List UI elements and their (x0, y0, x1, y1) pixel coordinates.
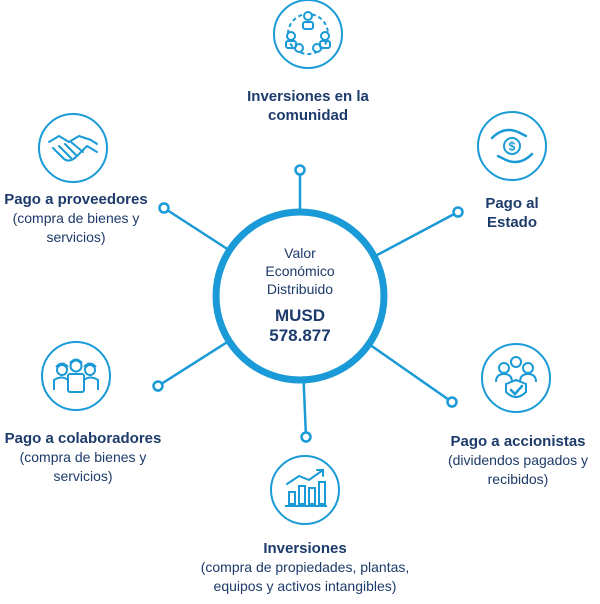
node-shareholders-label: Pago a accionistas (dividendos pagados y… (436, 432, 600, 489)
connector-lines (152, 164, 464, 443)
node-subtitle: (compra de propiedades, plantas, (200, 559, 410, 575)
growth-chart-icon (270, 455, 340, 525)
node-state-label: Pago al Estado (462, 194, 562, 232)
node-title: Pago a accionistas (450, 433, 586, 450)
node-community-label: Inversiones en la comunidad (228, 87, 388, 125)
connector-end-dot (158, 202, 170, 214)
node-subtitle: servicios) (53, 468, 113, 484)
node-subtitle: servicios) (46, 229, 106, 245)
center-label-line: Distribuido (266, 281, 334, 297)
connector-line (368, 343, 453, 404)
community-network-icon (273, 0, 343, 69)
connector-end-dot (452, 206, 464, 218)
connector-end-dot (446, 396, 458, 408)
connector-end-dot (294, 164, 306, 176)
node-title: Inversiones en la (247, 88, 369, 105)
center-unit: MUSD (274, 306, 326, 325)
connector-line (302, 379, 308, 438)
center-label-line: Económico (265, 263, 335, 279)
node-investments-label: Inversiones (compra de propiedades, plan… (186, 539, 424, 596)
connector-line (157, 339, 230, 388)
node-subtitle: equipos y activos intangibles) (213, 578, 397, 594)
shareholders-check-icon (481, 343, 551, 413)
workers-icon (41, 341, 111, 411)
node-subtitle: recibidos) (487, 471, 549, 487)
center-label-line: Valor (284, 245, 316, 261)
node-title: Estado (486, 214, 537, 231)
connector-end-dot (300, 431, 312, 443)
node-title: Pago a colaboradores (4, 430, 162, 447)
connector-line (373, 210, 459, 258)
node-title: Pago a proveedores (4, 191, 148, 208)
center-value: 578.877 (269, 326, 331, 345)
center-circle (212, 208, 388, 384)
node-employees-label: Pago a colaboradores (compra de bienes y… (0, 429, 166, 486)
money-hands-icon: $ (477, 111, 547, 181)
connector-end-dot (152, 380, 164, 392)
node-title: Pago al (485, 195, 539, 212)
node-title: comunidad (267, 107, 348, 124)
node-subtitle: (compra de bienes y (12, 210, 140, 226)
node-subtitle: (dividendos pagados y (447, 452, 589, 468)
center-label: Valor Económico Distribuido MUSD 578.877 (226, 244, 374, 346)
node-subtitle: (compra de bienes y (19, 449, 147, 465)
node-title: Inversiones (263, 540, 347, 557)
handshake-icon (38, 113, 108, 183)
connector-line (163, 206, 231, 252)
svg-text:$: $ (509, 140, 516, 154)
node-suppliers-label: Pago a proveedores (compra de bienes y s… (0, 190, 152, 247)
